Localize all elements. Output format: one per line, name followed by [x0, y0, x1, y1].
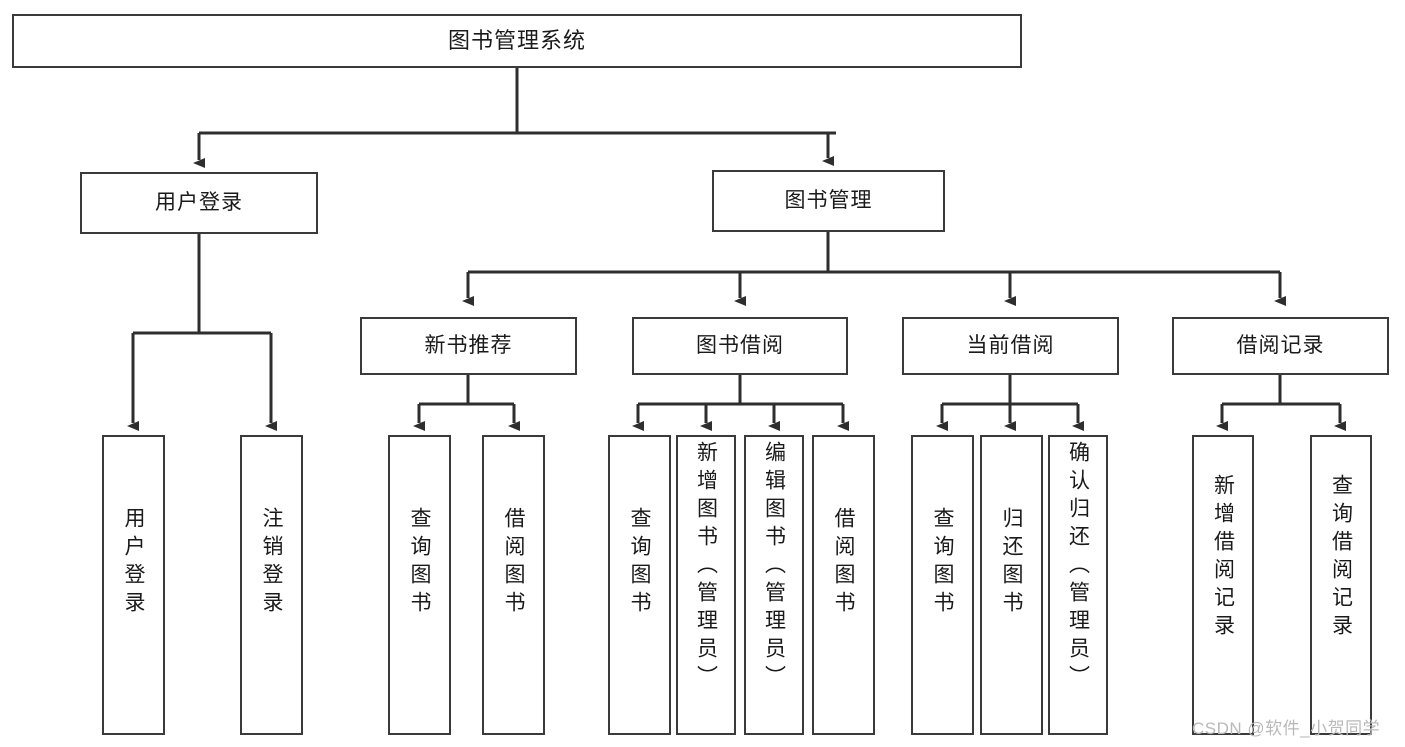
node-book-borrow[interactable]: 图书借阅: [632, 317, 848, 375]
leaf-return-book[interactable]: 归还图书: [980, 435, 1043, 735]
node-root-system[interactable]: 图书管理系统: [12, 14, 1022, 68]
csdn-watermark: CSDN @软件_小贺同学: [1192, 719, 1381, 738]
node-book-management[interactable]: 图书管理: [712, 170, 945, 232]
node-label: 归还图书: [1000, 507, 1023, 619]
node-label: 新增借阅记录: [1211, 474, 1235, 642]
leaf-query-book-borrow[interactable]: 查询图书: [608, 435, 671, 735]
node-current-borrow[interactable]: 当前借阅: [902, 317, 1119, 375]
node-borrow-record[interactable]: 借阅记录: [1172, 317, 1389, 375]
leaf-confirm-return-admin[interactable]: 确认归还（管理员）: [1048, 435, 1108, 735]
node-label: 编辑图书（管理员）: [762, 441, 786, 693]
leaf-borrow-book[interactable]: 借阅图书: [812, 435, 875, 735]
node-label: 当前借阅: [966, 333, 1055, 357]
leaf-query-book-recommend[interactable]: 查询图书: [388, 435, 451, 735]
leaf-add-book-admin[interactable]: 新增图书（管理员）: [676, 435, 736, 735]
node-user-login[interactable]: 用户登录: [80, 172, 318, 234]
node-label: 新增图书（管理员）: [694, 441, 718, 693]
node-label: 查询图书: [628, 507, 651, 619]
node-label: 新书推荐: [424, 333, 513, 357]
node-label: 查询借阅记录: [1329, 474, 1353, 642]
node-new-book-recommend[interactable]: 新书推荐: [360, 317, 577, 375]
leaf-user-login[interactable]: 用户登录: [102, 435, 165, 735]
node-label: 借阅图书: [832, 507, 855, 619]
node-label: 查询图书: [408, 507, 431, 619]
node-label: 确认归还（管理员）: [1066, 441, 1090, 693]
node-label: 注销登录: [260, 507, 283, 619]
node-label: 借阅记录: [1236, 333, 1325, 357]
node-label: 图书管理: [784, 188, 873, 212]
leaf-query-book-current[interactable]: 查询图书: [911, 435, 974, 735]
node-label: 用户登录: [122, 507, 145, 619]
leaf-add-borrow-record[interactable]: 新增借阅记录: [1192, 435, 1254, 735]
node-label: 用户登录: [155, 190, 243, 214]
leaf-edit-book-admin[interactable]: 编辑图书（管理员）: [744, 435, 804, 735]
node-label: 图书借阅: [696, 333, 784, 357]
node-label: 查询图书: [931, 507, 954, 619]
leaf-query-borrow-record[interactable]: 查询借阅记录: [1310, 435, 1372, 735]
node-label: 借阅图书: [502, 507, 525, 619]
node-label: 图书管理系统: [447, 28, 586, 54]
leaf-borrow-book-recommend[interactable]: 借阅图书: [482, 435, 545, 735]
leaf-logout[interactable]: 注销登录: [240, 435, 303, 735]
